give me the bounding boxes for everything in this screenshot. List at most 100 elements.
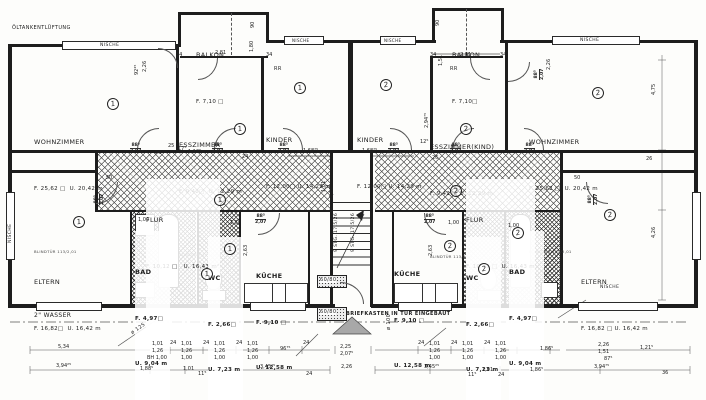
room-area: F. 4,97□	[509, 315, 538, 322]
door-height: 2,07	[540, 68, 546, 80]
dimension-label: 1,51	[598, 349, 610, 355]
door-height: 2,07	[388, 149, 400, 155]
wall-segment	[392, 212, 394, 306]
window-band	[578, 302, 658, 311]
wall-segment	[8, 150, 698, 153]
dimension-label: 34	[266, 52, 273, 58]
room-label: KÜCHE F. 9,10 □ U. 12,58 m	[256, 235, 293, 400]
dimension-label: 96⁷⁵	[280, 346, 291, 352]
dimension-label: 1,51	[438, 54, 444, 66]
room-label: BALKON F. 7,10□	[452, 14, 484, 182]
room-area: F. 12,00□ U. 14,29 m	[357, 183, 422, 190]
dimension-label: 4,26	[651, 226, 657, 238]
window-band	[250, 302, 306, 311]
room-label: WC F. 2,66□ U. 7,23 m	[208, 237, 244, 400]
dimension-label: 11⁵	[198, 371, 207, 377]
entrance-steps	[332, 316, 372, 335]
wall-segment	[432, 8, 435, 43]
dimension-label: 1,21⁵	[640, 345, 654, 351]
dimension-label: 2,26	[341, 364, 353, 370]
room-name: ELTERN	[581, 278, 608, 287]
wall-segment	[261, 56, 264, 152]
room-label: KÜCHE F. 9,10 □ U. 12,58 m	[394, 233, 431, 400]
dimension-label: BH 1,00	[147, 355, 167, 361]
room-name: WC	[208, 274, 221, 283]
room-name: WOHNZIMMER	[529, 138, 580, 147]
dimension-label: 92²⁵	[134, 64, 140, 75]
dimension-label: 26	[646, 156, 653, 162]
dimension-label: 3,45²⁵	[424, 364, 440, 370]
annotation-label: NISCHE	[580, 38, 600, 43]
window-band	[62, 41, 176, 50]
room-area: F. 16,82 □ U. 16,42 m	[581, 325, 648, 332]
wall-segment	[178, 12, 269, 15]
balcony-divider-dashed	[466, 9, 467, 55]
wall-segment	[505, 40, 508, 152]
door-height: 2,07	[524, 149, 536, 155]
dimension-label: 1,26	[181, 348, 193, 354]
dimension-label: 2,63	[428, 244, 434, 256]
wall-segment	[8, 44, 12, 308]
room-label: BAD F. 4,97□ U. 9,04 m	[509, 231, 545, 400]
door-dimension: 88⁵ 2,07	[212, 143, 224, 155]
dimension-label: 1,68⁷⁵	[303, 148, 319, 154]
dimension-label: 1,00	[247, 355, 259, 361]
dimension-label: 1,26	[247, 348, 259, 354]
dimension-label: 24	[451, 340, 458, 346]
room-name: BAD	[135, 268, 152, 277]
door-width: 88⁵	[424, 214, 436, 221]
annotation-label: RR	[274, 66, 282, 72]
dimension-label: 1,26	[214, 348, 226, 354]
room-area: F. 25,62 □ U. 20,42 m	[529, 185, 598, 192]
dimension-label: 1,12⁵	[188, 149, 202, 155]
room-name: BALKON	[196, 51, 225, 60]
dimension-label: 1,00	[448, 220, 460, 226]
room-perimeter: U. 12,58 m	[394, 362, 431, 369]
dimension-label: 26	[432, 155, 439, 161]
door-height: 2,07	[130, 149, 142, 155]
dimension-label: 34	[176, 52, 183, 58]
room-area: F. 7,10 □	[196, 98, 224, 105]
annotation-label: ø 100	[386, 313, 392, 330]
dimension-label: 1,80	[249, 40, 255, 52]
dimension-label: 24	[236, 340, 243, 346]
dimension-label: 1,86⁵	[530, 367, 544, 373]
dimension-label: 1,88⁵	[140, 366, 154, 372]
dimension-label: 24	[306, 371, 313, 377]
dimension-label: 2,63	[243, 244, 249, 256]
dimension-label: 1,00	[508, 223, 520, 229]
room-label: KINDER F. 12,00□ U. 14,29 m	[266, 99, 331, 267]
room-label: ELTERN F. 16,82□ U. 16,42 m	[34, 241, 101, 400]
door-width: 88⁵	[212, 143, 224, 150]
wall-segment	[180, 56, 268, 58]
dimension-label: 1,01	[152, 341, 164, 347]
dimension-label: 1,00	[181, 355, 193, 361]
door-dimension: 88⁵ 2,07	[450, 143, 462, 155]
wall-segment	[348, 40, 353, 152]
room-label: BAD F. 4,97□ U. 9,04 m	[135, 231, 171, 400]
dimension-label: 50	[106, 175, 113, 181]
dim-line-right	[658, 55, 666, 301]
room-name: ESSZIMMER(KIND)	[430, 143, 495, 152]
door-height: 2,07	[255, 220, 267, 226]
dimension-label: 56	[155, 150, 162, 156]
dimension-label: 36	[662, 370, 669, 376]
door-dimension: 88⁵ 2,07	[130, 143, 142, 155]
door-height: 2,07	[424, 220, 436, 226]
wall-segment	[694, 40, 698, 308]
window-band	[692, 192, 701, 260]
wall-segment	[501, 8, 504, 43]
wall-segment	[433, 56, 503, 58]
dimension-label: 24	[242, 154, 249, 160]
dimension-label: 1,01	[482, 367, 494, 373]
door-dimension: 88⁵ 2,07	[534, 68, 546, 80]
dimension-label: 2,94⁷⁵	[424, 112, 430, 128]
door-height: 2,07	[278, 149, 290, 155]
dimension-label: 1,00	[214, 355, 226, 361]
dimension-label: 17⁵	[178, 146, 187, 152]
dimension-label: 24	[170, 340, 177, 346]
diagonal-tick-right	[423, 327, 447, 347]
room-perimeter: U. 7,23 m	[466, 366, 499, 373]
dimension-label: 2,26	[142, 60, 148, 72]
